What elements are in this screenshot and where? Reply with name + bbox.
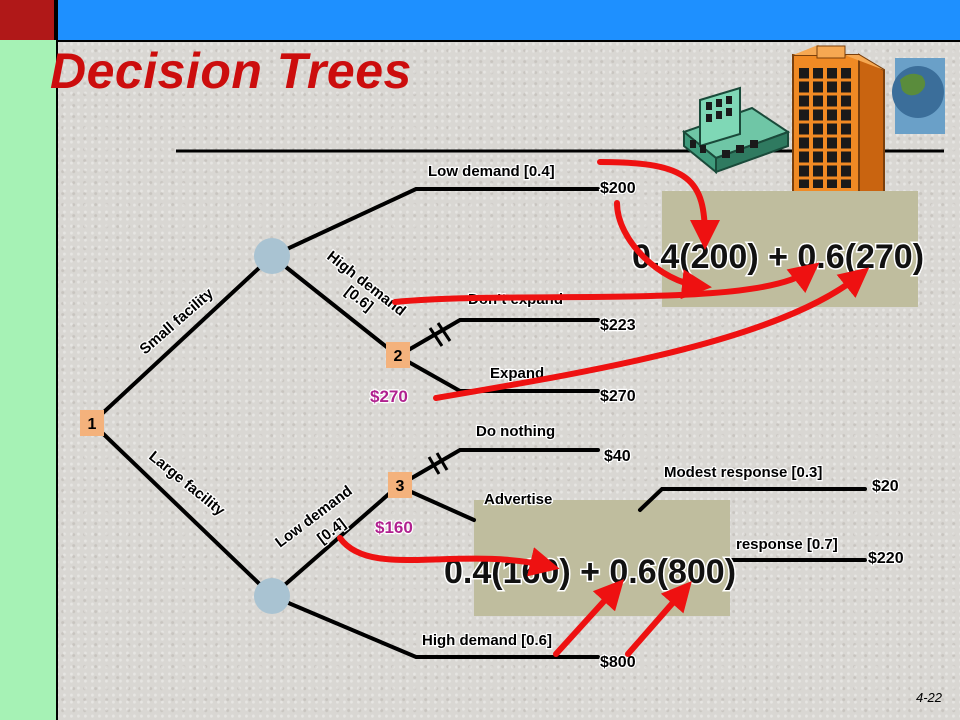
payoff-sizable-response: $220 [868, 550, 904, 567]
slide-title: Decision Trees [50, 43, 412, 99]
arrow-low-demand-large-to-formula [337, 535, 560, 577]
payoff-high-demand-large: $800 [600, 654, 636, 671]
office-building-icon [792, 45, 945, 202]
node-3-value: $160 [375, 518, 413, 537]
formula-small-facility: 0.4(200) + 0.6(270) [632, 238, 924, 276]
payoff-dont-expand: $223 [600, 317, 636, 334]
side-bar [0, 0, 58, 720]
branch-label-expand: Expand [490, 365, 544, 382]
top-bar [0, 0, 960, 40]
decision-node-3-label: 3 [396, 478, 405, 495]
red-arrows [337, 159, 870, 657]
decision-node-2-label: 2 [394, 348, 403, 365]
branch-label-do-nothing: Do nothing [476, 423, 555, 440]
branch-label-low-demand-small: Low demand [0.4] [428, 163, 555, 180]
payoff-do-nothing: $40 [604, 448, 631, 465]
decision-node-1: 1 [80, 410, 104, 436]
payoff-low-demand-small: $200 [600, 180, 636, 197]
arrow-200-to-formula [614, 200, 712, 300]
branch-label-modest-response: Modest response [0.3] [664, 464, 822, 481]
arrow-high-demand-large-to-formula [553, 579, 625, 657]
page-number: 4-22 [915, 690, 942, 705]
arrow-high-demand-to-formula [392, 262, 820, 305]
chance-node-small-facility [254, 238, 290, 274]
arrow-270-to-formula [433, 267, 870, 401]
pruned-marker-dont-expand [428, 322, 452, 347]
branch-label-small-facility: Small facility [136, 285, 217, 358]
decision-node-1-label: 1 [88, 416, 97, 433]
arrow-800-to-formula [625, 580, 692, 657]
chance-node-large-facility [254, 578, 290, 614]
decision-node-2: 2 [386, 342, 410, 368]
node-2-value: $270 [370, 387, 408, 406]
tree-branches [90, 187, 867, 659]
branch-label-advertise: Advertise [484, 491, 552, 508]
payoff-expand: $270 [600, 388, 636, 405]
corner-block [0, 0, 56, 40]
branch-label-high-demand-large: High demand [0.6] [422, 632, 552, 649]
decision-node-3: 3 [388, 472, 412, 498]
pruned-marker-do-nothing [427, 452, 449, 475]
arrow-low-demand-to-formula [597, 159, 720, 250]
top-bar-divider [0, 40, 960, 42]
payoff-modest-response: $20 [872, 478, 899, 495]
small-building-icon [681, 86, 791, 175]
branch-label-sizable-response: response [0.7] [736, 536, 838, 553]
